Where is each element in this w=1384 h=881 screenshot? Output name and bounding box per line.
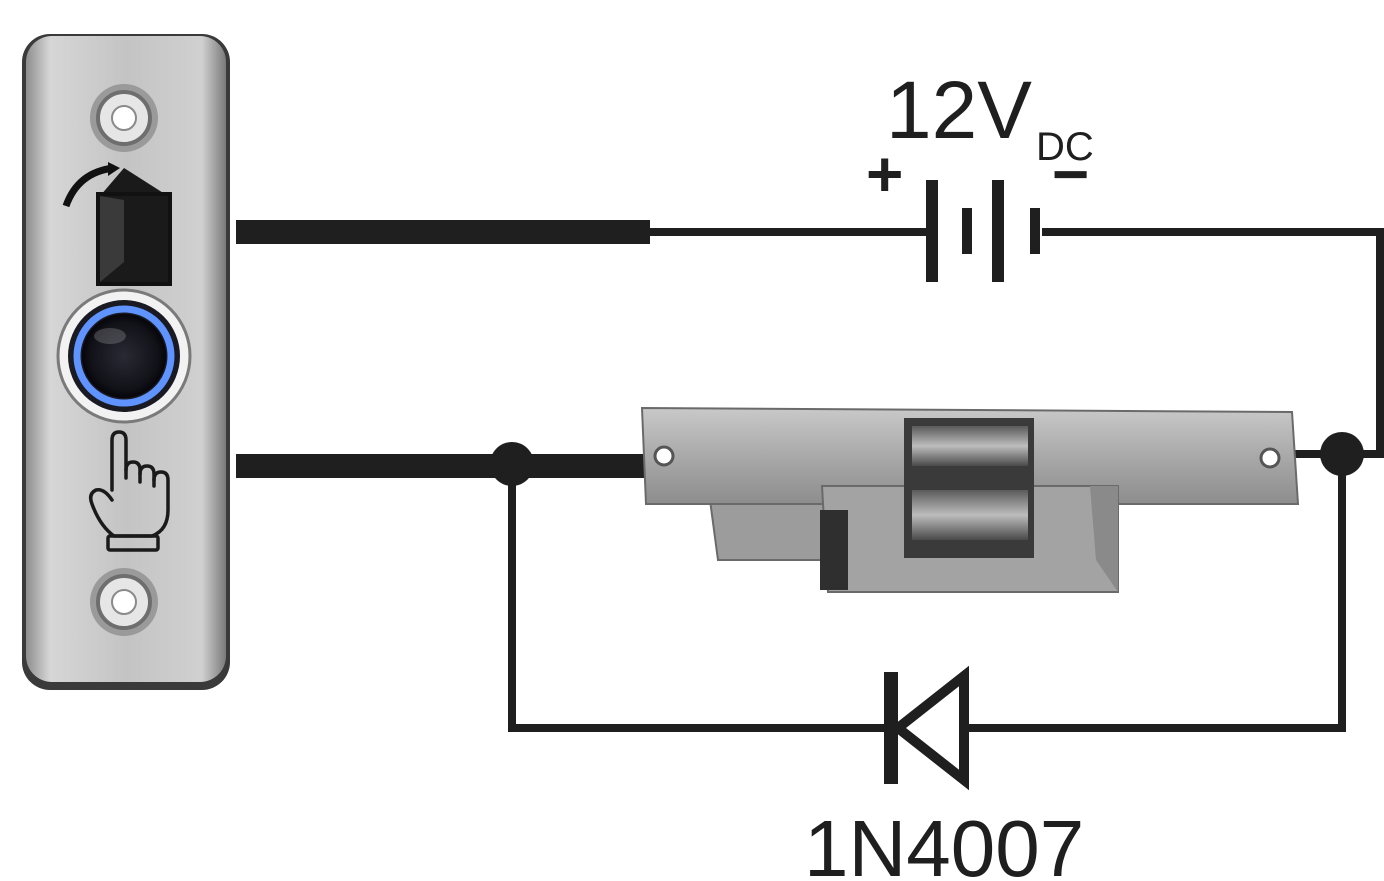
- pointing-hand-icon: [88, 430, 170, 552]
- door-open-icon: [62, 162, 172, 286]
- diode-part-number-label: 1N4007: [804, 804, 1084, 881]
- wire-diode-loop-right: [964, 454, 1346, 732]
- wiring: [236, 220, 1384, 732]
- junction-right: [1320, 432, 1364, 476]
- wire-diode-loop-left: [508, 466, 890, 732]
- junction-left: [490, 442, 534, 486]
- battery-voltage-label: 12V: [886, 65, 1032, 156]
- screw-icon: [90, 84, 158, 152]
- screw-icon: [90, 568, 158, 636]
- diode-symbol-icon: [884, 665, 969, 791]
- exit-push-button-icon: [22, 34, 230, 690]
- battery-symbol-icon: [926, 180, 1040, 282]
- electric-door-strike-icon: [640, 406, 1300, 593]
- battery-voltage-subscript: DC: [1036, 125, 1094, 169]
- battery-negative-sign: −: [1052, 138, 1089, 210]
- push-button[interactable]: [56, 288, 192, 424]
- battery-positive-sign: +: [866, 138, 903, 210]
